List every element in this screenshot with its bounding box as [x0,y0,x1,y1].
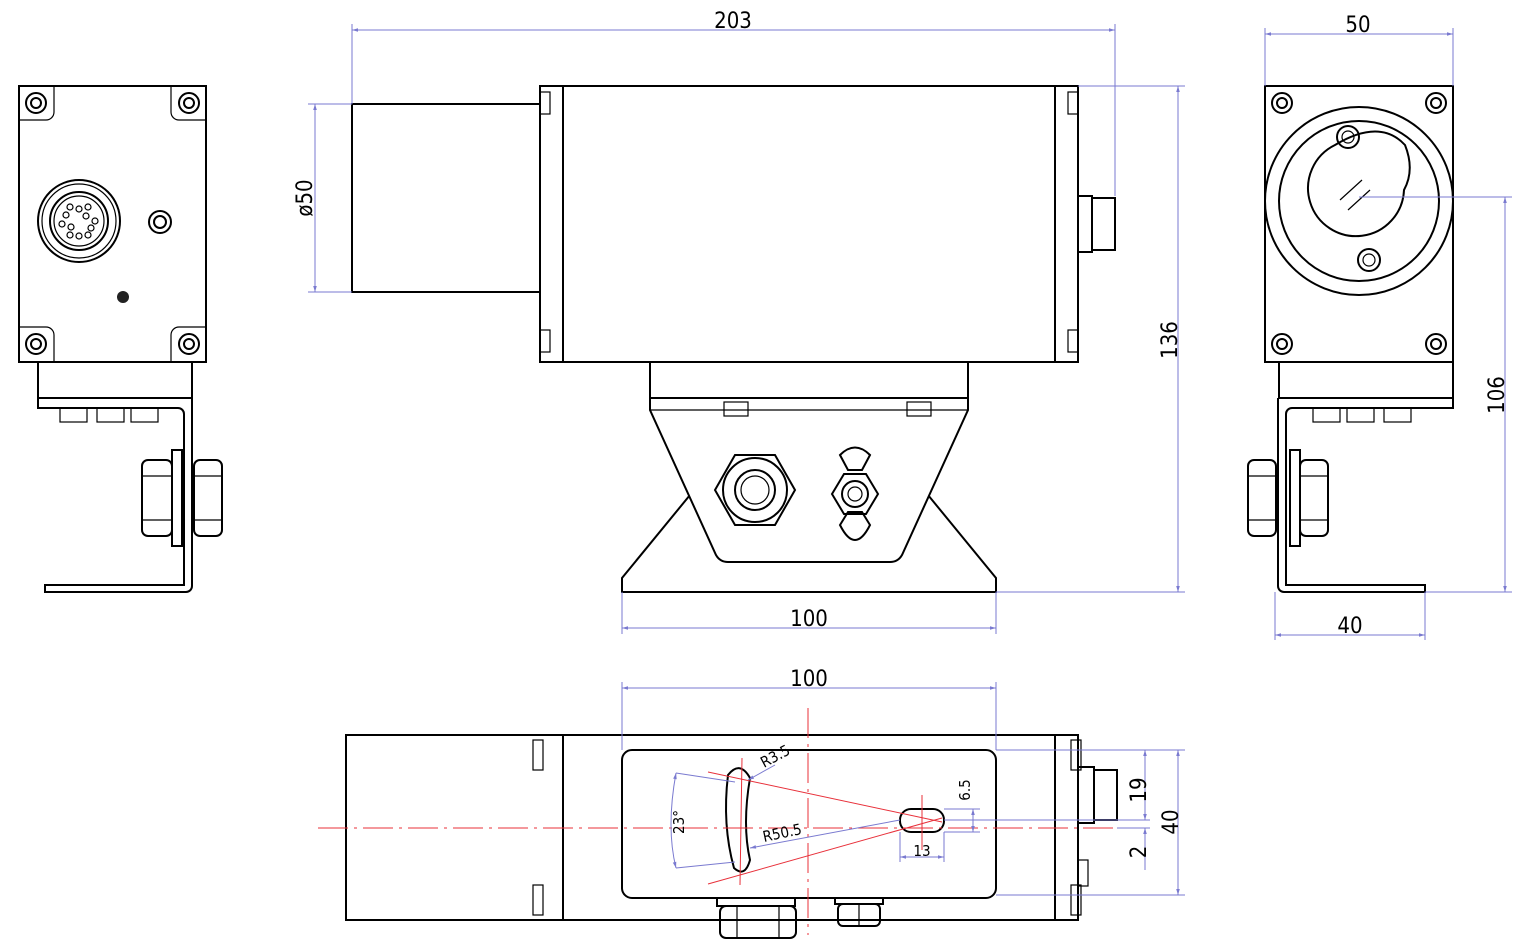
base-plate [621,749,997,899]
arc-slot [725,767,752,873]
dim-body-width: 40 [1159,809,1184,834]
hex-nuts [141,449,223,547]
dim-arc-radius: R50.5 [761,820,803,846]
bottom-view: 100 R3.5 23° R50.5 13 6.5 19 2 40 [318,667,1185,939]
dim-axis-offset: 2 [1127,846,1152,859]
mount-block [37,361,193,399]
dim-base-width: 100 [790,607,828,632]
hex-gland [713,454,797,526]
front-view: 203 ø50 136 100 [293,9,1185,634]
dim-bottom-base-width: 100 [790,667,828,692]
lens-flange [1264,106,1454,296]
left-end-view [18,85,223,593]
bracket-screws [59,407,159,423]
lens-window [1307,130,1411,238]
dim-slot-radius: R3.5 [757,741,793,771]
base-flange [621,494,997,593]
wing-nut [830,446,880,541]
trapezoid-bracket [649,397,969,563]
housing-body [539,85,1079,363]
indicator-ring [148,210,172,234]
dim-overall-height: 136 [1158,321,1183,359]
dim-bracket-width: 40 [1337,614,1362,639]
dim-arc-angle: 23° [670,810,688,834]
dim-height-to-axis: 106 [1485,376,1510,414]
base-block [649,361,969,399]
cable-connector [1077,195,1093,253]
set-screw [117,291,129,303]
dim-slot-length: 13 [913,842,930,860]
dim-overall-length: 203 [714,9,752,34]
lens-tube [351,103,541,293]
l-bracket [37,398,193,593]
right-end-view: 50 106 40 [1247,13,1512,640]
connector-socket [37,179,121,263]
dim-slot-width: 6.5 [956,779,974,800]
dim-side-width: 50 [1345,13,1370,38]
dim-lens-diameter: ø50 [293,179,318,216]
dim-connector-offset: 19 [1127,777,1152,802]
corner-screws [19,86,206,362]
